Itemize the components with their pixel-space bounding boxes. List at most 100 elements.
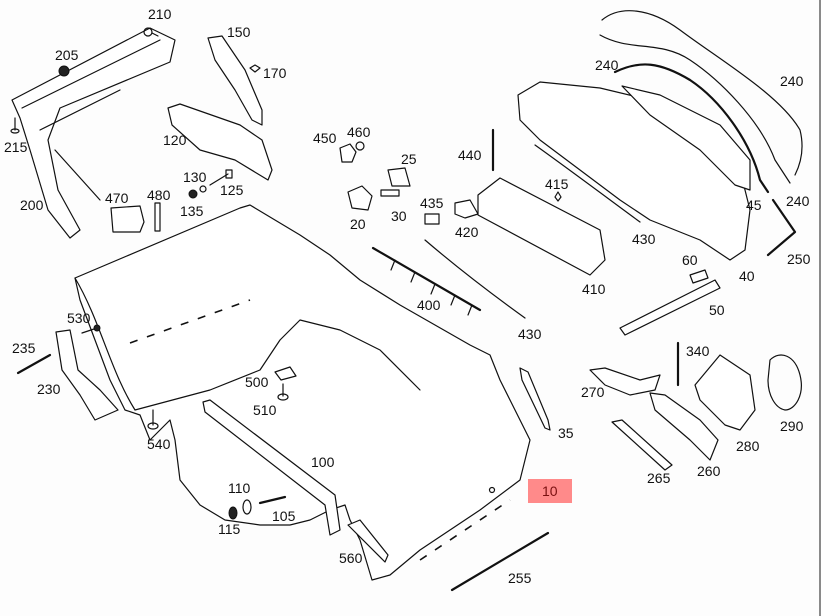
label-415[interactable]: 415 [545, 176, 569, 192]
part-205-plug[interactable] [58, 65, 70, 77]
label-60[interactable]: 60 [682, 252, 698, 268]
label-205[interactable]: 205 [55, 47, 79, 63]
label-230[interactable]: 230 [37, 381, 61, 397]
part-50-strip[interactable] [619, 279, 721, 336]
label-480[interactable]: 480 [147, 187, 171, 203]
label-25[interactable]: 25 [401, 151, 417, 167]
label-110[interactable]: 110 [228, 480, 251, 496]
part-430-rod-right[interactable] [534, 144, 641, 223]
part-240-strip-outer[interactable] [601, 10, 803, 176]
label-45[interactable]: 45 [746, 197, 762, 213]
label-255[interactable]: 255 [508, 570, 532, 586]
label-410[interactable]: 410 [582, 281, 606, 297]
label-125[interactable]: 125 [220, 182, 244, 198]
label-290[interactable]: 290 [780, 418, 804, 434]
part-135-nut[interactable] [188, 189, 198, 199]
part-250-trim[interactable] [766, 198, 797, 257]
part-35-trim[interactable] [519, 367, 551, 431]
label-50[interactable]: 50 [709, 302, 725, 318]
label-240-b[interactable]: 240 [780, 73, 804, 89]
label-150[interactable]: 150 [227, 24, 251, 40]
part-530-clip[interactable] [81, 324, 101, 334]
label-435[interactable]: 435 [420, 195, 444, 211]
label-10-selected[interactable]: 10 [528, 479, 572, 503]
part-210-screw[interactable] [143, 27, 159, 37]
label-240-c[interactable]: 240 [786, 193, 810, 209]
label-120[interactable]: 120 [163, 132, 187, 148]
part-230-bracket[interactable] [55, 329, 119, 421]
part-100-reinforcement[interactable] [202, 399, 341, 536]
label-170[interactable]: 170 [263, 65, 287, 81]
label-530[interactable]: 530 [67, 310, 91, 326]
label-35[interactable]: 35 [558, 425, 574, 441]
part-500-nut[interactable] [274, 366, 297, 381]
part-560-reflector[interactable] [347, 519, 389, 563]
part-255-trim[interactable] [450, 531, 550, 592]
part-110-washer[interactable] [242, 499, 252, 515]
part-265-grille[interactable] [611, 419, 673, 471]
label-280[interactable]: 280 [736, 438, 760, 454]
label-420[interactable]: 420 [455, 224, 479, 240]
part-170-nut[interactable] [249, 64, 261, 73]
label-40[interactable]: 40 [739, 268, 755, 284]
part-10-bumper-cover[interactable] [74, 204, 531, 581]
label-130[interactable]: 130 [183, 169, 207, 185]
label-265[interactable]: 265 [647, 470, 671, 486]
label-500[interactable]: 500 [245, 374, 269, 390]
part-450-sensor[interactable] [339, 143, 357, 163]
label-115[interactable]: 115 [218, 521, 241, 537]
part-45-trim[interactable] [621, 85, 751, 191]
label-240-a[interactable]: 240 [595, 57, 619, 73]
label-135[interactable]: 135 [180, 203, 204, 219]
part-460-grommet[interactable] [355, 141, 365, 151]
part-120-bracket[interactable] [167, 103, 273, 181]
label-430-center[interactable]: 430 [518, 326, 542, 342]
label-430-right[interactable]: 430 [632, 231, 656, 247]
part-130-washer[interactable] [199, 185, 207, 193]
part-30-clip[interactable] [380, 189, 400, 197]
part-510-screw[interactable] [277, 383, 289, 401]
label-460[interactable]: 460 [347, 124, 371, 140]
label-440[interactable]: 440 [458, 147, 482, 163]
part-410-absorber[interactable] [477, 177, 606, 276]
label-20[interactable]: 20 [350, 216, 366, 232]
part-20-bracket[interactable] [347, 185, 373, 211]
label-400[interactable]: 400 [417, 297, 441, 313]
part-430-rod-center[interactable] [424, 239, 526, 319]
part-200-bracket[interactable] [11, 27, 176, 239]
part-115-nut[interactable] [228, 506, 238, 520]
label-540[interactable]: 540 [147, 436, 171, 452]
part-480-strip[interactable] [154, 202, 161, 232]
label-250[interactable]: 250 [787, 251, 811, 267]
label-105[interactable]: 105 [272, 508, 296, 524]
part-415-clip[interactable] [554, 191, 562, 202]
part-540-screw[interactable] [147, 409, 159, 430]
part-240-strip-inner[interactable] [613, 63, 770, 194]
label-450[interactable]: 450 [313, 130, 337, 146]
part-260-panel[interactable] [649, 392, 719, 461]
part-125-bolt[interactable] [209, 169, 233, 186]
part-270-bracket[interactable] [589, 367, 661, 396]
part-105-bolt[interactable] [258, 495, 287, 505]
part-400-wiring-harness[interactable] [371, 246, 482, 316]
label-260[interactable]: 260 [697, 463, 721, 479]
part-290-ring[interactable] [767, 354, 802, 411]
label-510[interactable]: 510 [253, 402, 277, 418]
part-25-bracket[interactable] [387, 167, 411, 187]
part-470-cover[interactable] [110, 205, 145, 233]
part-235-rivet[interactable] [16, 353, 52, 375]
part-60-clip[interactable] [689, 269, 709, 284]
label-30[interactable]: 30 [391, 208, 407, 224]
part-150-bracket[interactable] [207, 35, 263, 126]
label-200[interactable]: 200 [20, 197, 44, 213]
label-340[interactable]: 340 [686, 343, 710, 359]
label-210[interactable]: 210 [148, 6, 172, 22]
label-100[interactable]: 100 [311, 454, 335, 470]
part-435-connector[interactable] [424, 213, 440, 225]
label-215[interactable]: 215 [4, 139, 28, 155]
part-420-module[interactable] [454, 199, 479, 219]
label-560[interactable]: 560 [339, 550, 363, 566]
part-280-housing[interactable] [694, 354, 756, 431]
part-240-strip-middle[interactable] [599, 34, 791, 184]
label-270[interactable]: 270 [581, 384, 605, 400]
